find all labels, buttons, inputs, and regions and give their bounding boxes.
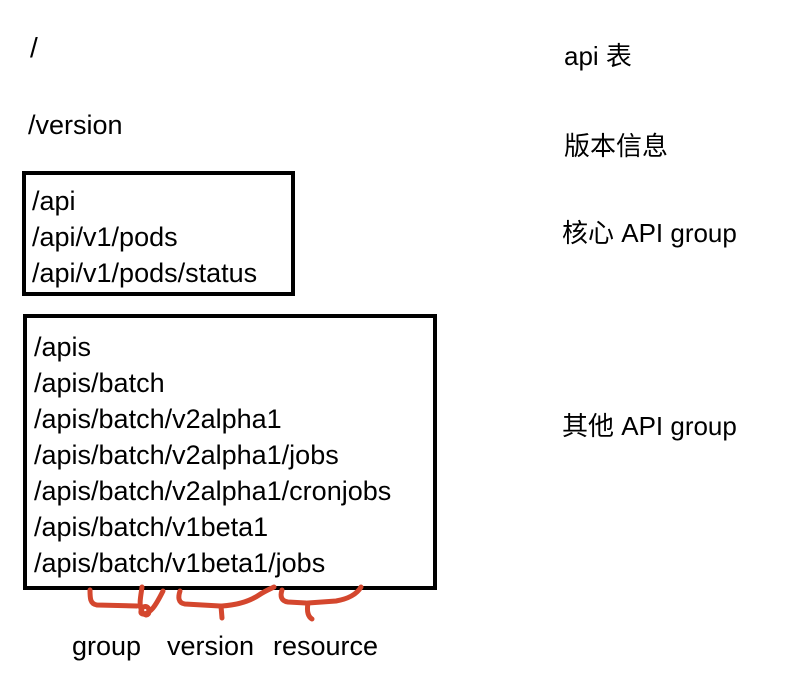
other-api-group-label: 其他 API group <box>562 411 737 441</box>
resource-brace-icon <box>278 584 364 622</box>
other-api-path: /apis <box>34 332 92 362</box>
group-brace-icon <box>87 584 166 618</box>
version-brace-icon <box>176 584 277 621</box>
segment-label-resource: resource <box>273 631 379 661</box>
other-api-path: /apis/batch/v2alpha1/cronjobs <box>34 476 392 506</box>
other-api-path: /apis/batch <box>34 368 165 398</box>
other-api-path: /apis/batch/v2alpha1/jobs <box>34 440 339 470</box>
other-api-group-box: /apis /apis/batch /apis/batch/v2alpha1 /… <box>23 314 437 590</box>
core-api-group-box: /api /api/v1/pods /api/v1/pods/status <box>22 171 295 296</box>
version-endpoint-path: /version <box>28 110 123 140</box>
hand-drawn-braces-annotation <box>87 584 364 622</box>
other-api-path: /apis/batch/v1beta1 <box>34 512 269 542</box>
other-api-path: /apis/batch/v2alpha1 <box>34 404 282 434</box>
root-endpoint-path: / <box>30 32 38 63</box>
core-api-group-label: 核心 API group <box>562 218 737 248</box>
segment-label-version: version <box>167 631 255 661</box>
segment-label-group: group <box>72 631 142 661</box>
core-api-path: /api/v1/pods <box>32 222 178 252</box>
core-api-path: /api/v1/pods/status <box>32 258 258 288</box>
root-endpoint-label: api 表 <box>564 41 632 71</box>
core-api-path: /api <box>32 186 76 216</box>
version-endpoint-label: 版本信息 <box>564 131 669 161</box>
other-api-path: /apis/batch/v1beta1/jobs <box>34 548 326 578</box>
